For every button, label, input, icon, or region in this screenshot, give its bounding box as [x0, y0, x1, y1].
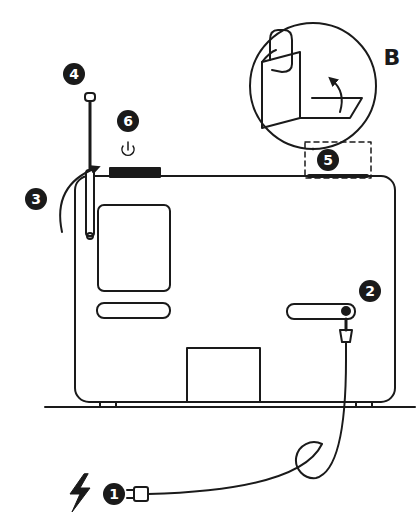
callout-number: 2 [359, 280, 381, 302]
rotate-arrow [60, 168, 96, 232]
lightning-symbol [70, 474, 90, 512]
detail-circle [250, 23, 376, 149]
callout-number: 4 [63, 63, 85, 85]
callout-number: 5 [317, 149, 339, 171]
detail-area [305, 142, 371, 178]
plug-prong [127, 489, 134, 491]
antenna-base [86, 170, 94, 236]
plug-prong [127, 497, 134, 499]
antenna-tip [85, 93, 95, 101]
fingertip [262, 50, 276, 62]
stand-recess [187, 348, 260, 402]
power-cable [148, 342, 346, 494]
callout-number: 3 [25, 188, 47, 210]
rear-slot [287, 304, 355, 319]
detail-leader [313, 148, 314, 150]
plug [134, 487, 148, 501]
antenna-pivot [87, 233, 93, 239]
flap-base [300, 98, 362, 118]
flap-panel [262, 52, 300, 128]
flap-edge [309, 174, 367, 178]
power-symbol [127, 142, 129, 150]
slot [97, 303, 170, 318]
radio-housing [75, 176, 395, 402]
callout-number: 6 [117, 110, 139, 132]
power-socket [342, 307, 350, 315]
display-panel [98, 205, 170, 291]
ground-line [45, 406, 415, 408]
power-button [110, 168, 160, 177]
section-letter: B [384, 45, 401, 71]
connector [340, 330, 352, 342]
fold-arrow [332, 80, 342, 112]
connector-pin [345, 319, 348, 330]
callout-number: 1 [103, 483, 125, 505]
